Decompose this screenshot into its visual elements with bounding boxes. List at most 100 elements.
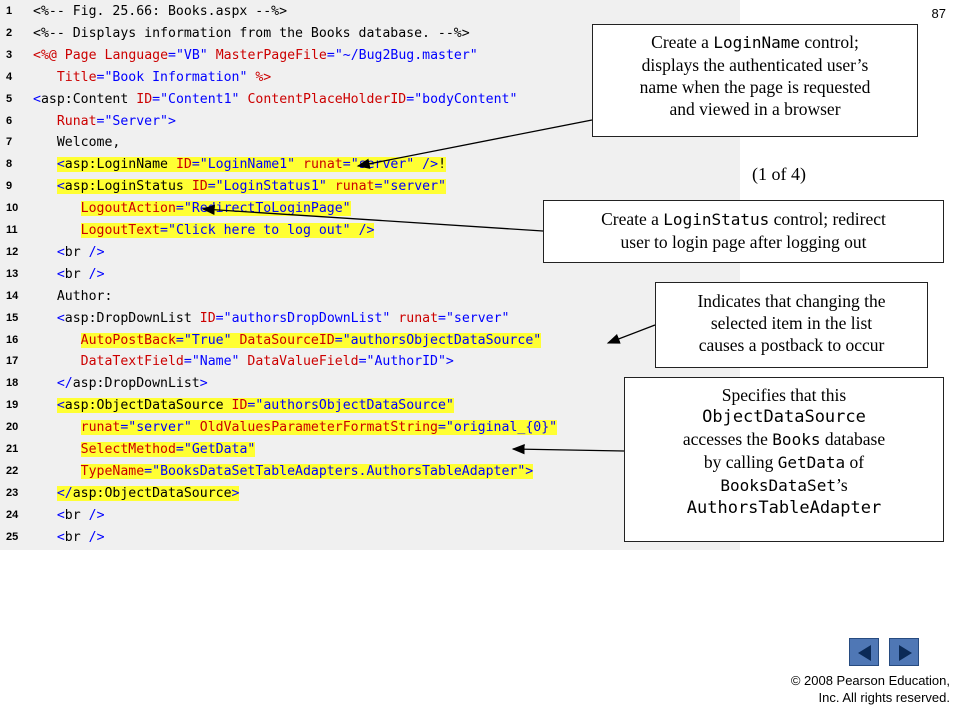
code-token: = — [96, 113, 105, 129]
code-line: 17 DataTextField="Name" DataValueField="… — [0, 351, 740, 372]
callout-text: accesses the — [682, 429, 773, 449]
callout-code: LoginName — [713, 33, 801, 52]
code-token: <%-- Displays information from the Books… — [33, 25, 470, 41]
code-line: 19 <asp:ObjectDataSource ID="authorsObje… — [0, 395, 740, 416]
callout-code: LoginStatus — [663, 210, 770, 229]
code-line: 14 Author: — [0, 286, 740, 307]
code-token: > — [168, 113, 176, 129]
code-token: Page — [64, 47, 97, 63]
code-line: 16 AutoPostBack="True" DataSourceID="aut… — [0, 330, 740, 351]
code-token: > — [199, 376, 208, 392]
code-text: <%-- Fig. 25.66: Books.aspx --%> — [33, 1, 287, 22]
code-token — [231, 332, 240, 348]
code-token: = — [437, 420, 446, 436]
code-token: "GetData" — [183, 442, 256, 457]
code-token: /> — [88, 507, 105, 523]
code-text: </asp:ObjectDataSource> — [33, 483, 240, 504]
callout-objectdatasource: Specifies that this ObjectDataSource acc… — [624, 377, 944, 542]
code-text: AutoPostBack="True" DataSourceID="author… — [33, 330, 542, 351]
code-token: asp:Content — [40, 91, 129, 107]
callout-text: Indicates that changing the — [697, 291, 886, 311]
callout-text: causes a postback to occur — [698, 335, 885, 355]
code-token: asp:ObjectDataSource — [64, 398, 224, 414]
code-line: 6 Runat="Server"> — [0, 111, 740, 132]
code-token: "Content1" — [160, 91, 240, 107]
line-number: 16 — [6, 333, 19, 346]
code-token: /> — [88, 244, 105, 260]
code-line: 12 <br /> — [0, 242, 740, 263]
code-text: TypeName="BooksDataSetTableAdapters.Auth… — [33, 461, 534, 482]
callout-loginname: Create a LoginName control; displays the… — [592, 24, 918, 137]
next-slide-button[interactable] — [889, 638, 919, 666]
code-token: = — [358, 354, 367, 370]
callout-code: GetData — [777, 453, 846, 472]
callout-code: Books — [772, 430, 821, 449]
arrow-loginname — [356, 119, 593, 169]
code-token: "Server" — [104, 113, 169, 129]
code-token: %> — [255, 69, 272, 85]
code-text: </asp:DropDownList> — [33, 373, 208, 394]
line-number: 4 — [6, 70, 13, 83]
code-text: <asp:LoginName ID="LoginName1" runat="se… — [33, 154, 447, 175]
code-token: AutoPostBack — [80, 332, 176, 348]
code-line: 13 <br /> — [0, 264, 740, 285]
line-number: 12 — [6, 245, 19, 258]
code-token: "Click here to log out" — [168, 223, 351, 238]
line-number: 18 — [6, 377, 19, 390]
code-text: Welcome, — [33, 132, 121, 153]
callout-text: Create a — [601, 209, 664, 229]
code-token — [183, 179, 192, 195]
callout-text: control; redirect — [769, 209, 886, 229]
code-token: ContentPlaceHolderID — [247, 91, 407, 107]
code-line: 8 <asp:LoginName ID="LoginName1" runat="… — [0, 154, 740, 175]
copyright-line: Inc. All rights reserved. — [818, 690, 951, 705]
code-token: > — [231, 485, 240, 501]
line-number: 6 — [6, 114, 13, 127]
code-token — [414, 157, 423, 173]
code-token: = — [160, 223, 168, 238]
code-text: DataTextField="Name" DataValueField="Aut… — [33, 351, 454, 372]
line-number: 22 — [6, 464, 19, 477]
code-token — [168, 157, 176, 173]
code-token: asp:LoginName — [64, 157, 168, 173]
code-line: 20 runat="server" OldValuesParameterForm… — [0, 417, 740, 438]
code-token: ID — [136, 91, 153, 107]
code-line: 1<%-- Fig. 25.66: Books.aspx --%> — [0, 1, 740, 22]
code-token: "AuthorID" — [366, 354, 446, 370]
code-token: runat — [303, 157, 343, 173]
code-token: < — [56, 398, 65, 414]
code-token — [350, 223, 359, 238]
code-token: "Name" — [191, 354, 240, 370]
code-text: LogoutText="Click here to log out" /> — [33, 220, 375, 241]
code-token: ID — [191, 179, 208, 195]
code-token: /> — [358, 223, 375, 238]
code-token: Language — [104, 47, 169, 63]
code-text: <br /> — [33, 527, 105, 548]
callout-text: database — [820, 429, 886, 449]
arrow-loginstatus — [201, 204, 544, 232]
callout-code: BooksDataSet — [720, 476, 836, 495]
code-token: = — [175, 442, 184, 457]
code-text: Title="Book Information" %> — [33, 67, 271, 88]
code-token: </ — [56, 485, 73, 501]
code-text: SelectMethod="GetData" — [33, 439, 256, 460]
code-line: 3<%@ Page Language="VB" MasterPageFile="… — [0, 45, 740, 66]
code-token: = — [374, 179, 383, 195]
code-token: "BooksDataSetTableAdapters.AuthorsTableA… — [152, 463, 526, 479]
code-token: "True" — [183, 332, 232, 348]
code-token: TypeName — [80, 463, 145, 479]
code-token: DataSourceID — [239, 332, 335, 348]
code-text: <%-- Displays information from the Books… — [33, 23, 470, 44]
code-token — [326, 179, 335, 195]
line-number: 20 — [6, 421, 19, 434]
line-number: 24 — [6, 508, 19, 521]
code-token: Title — [56, 69, 97, 85]
copyright-line: © 2008 Pearson Education, — [790, 673, 950, 688]
code-text: <asp:Content ID="Content1" ContentPlaceH… — [33, 89, 517, 110]
previous-slide-button[interactable] — [849, 638, 879, 666]
code-token: MasterPageFile — [215, 47, 327, 63]
code-token: = — [207, 179, 216, 195]
code-token: br — [64, 507, 81, 523]
code-token: ID — [175, 157, 192, 173]
